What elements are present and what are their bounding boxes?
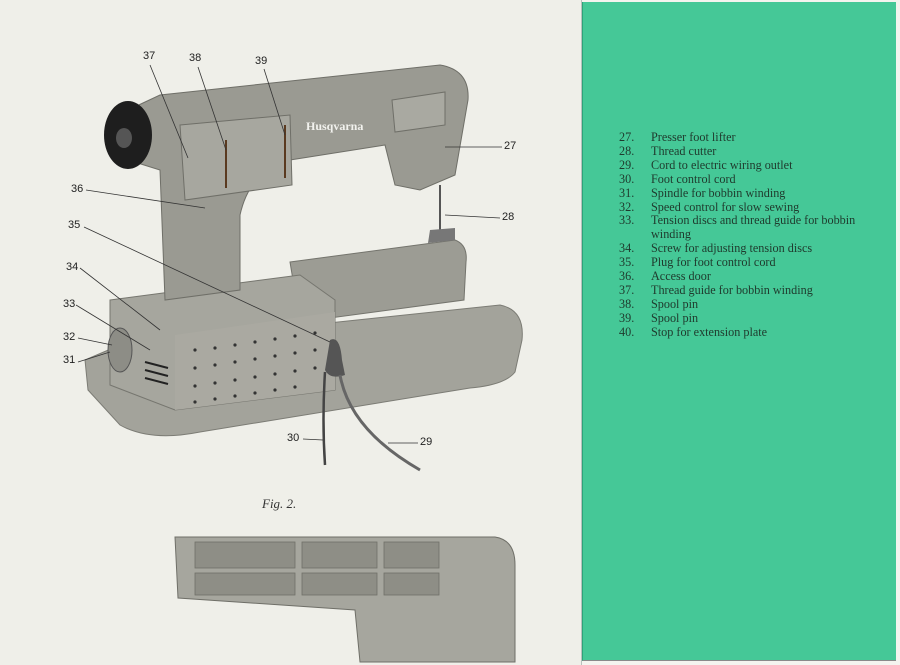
parts-legend: 27.Presser foot lifter 28.Thread cutter … (619, 130, 881, 340)
legend-panel: 27.Presser foot lifter 28.Thread cutter … (582, 2, 896, 661)
callout-31: 31 (63, 354, 76, 366)
callout-39: 39 (255, 55, 268, 67)
sewing-machine-illustration: Husqvarna (75, 64, 523, 663)
legend-item: 31.Spindle for bobbin winding (619, 185, 786, 200)
legend-item: 38.Spool pin (619, 296, 699, 311)
legend-item: 40.Stop for extension plate (619, 324, 768, 339)
callout-28: 28 (502, 211, 515, 223)
callout-27: 27 (504, 140, 517, 152)
legend-item: 34.Screw for adjusting tension discs (619, 241, 813, 256)
legend-item: 29.Cord to electric wiring outlet (619, 157, 793, 172)
legend-item: 32.Speed control for slow sewing (619, 199, 800, 214)
left-page: Husqvarna (63, 0, 582, 665)
callout-38: 38 (189, 52, 202, 64)
legend-item: 28.Thread cutter (619, 143, 717, 158)
figure-caption: Fig. 2. (262, 496, 297, 511)
callout-35: 35 (68, 219, 81, 231)
callout-30: 30 (287, 432, 300, 444)
legend-item: 35.Plug for foot control cord (619, 255, 776, 270)
legend-item: 27.Presser foot lifter (619, 130, 736, 144)
brand-logo: Husqvarna (306, 119, 363, 133)
legend-item: 36.Access door (619, 269, 711, 284)
callout-37: 37 (143, 50, 156, 62)
callout-32: 32 (63, 331, 76, 343)
callout-29: 29 (420, 436, 433, 448)
legend-item: 30.Foot control cord (619, 171, 736, 186)
legend-item: 33.Tension discs and thread guide for bo… (619, 213, 856, 242)
callout-34: 34 (66, 261, 79, 273)
callout-36: 36 (71, 183, 84, 195)
legend-item: 39.Spool pin (619, 310, 699, 325)
legend-item: 37.Thread guide for bobbin winding (619, 282, 813, 297)
callout-33: 33 (63, 298, 76, 310)
